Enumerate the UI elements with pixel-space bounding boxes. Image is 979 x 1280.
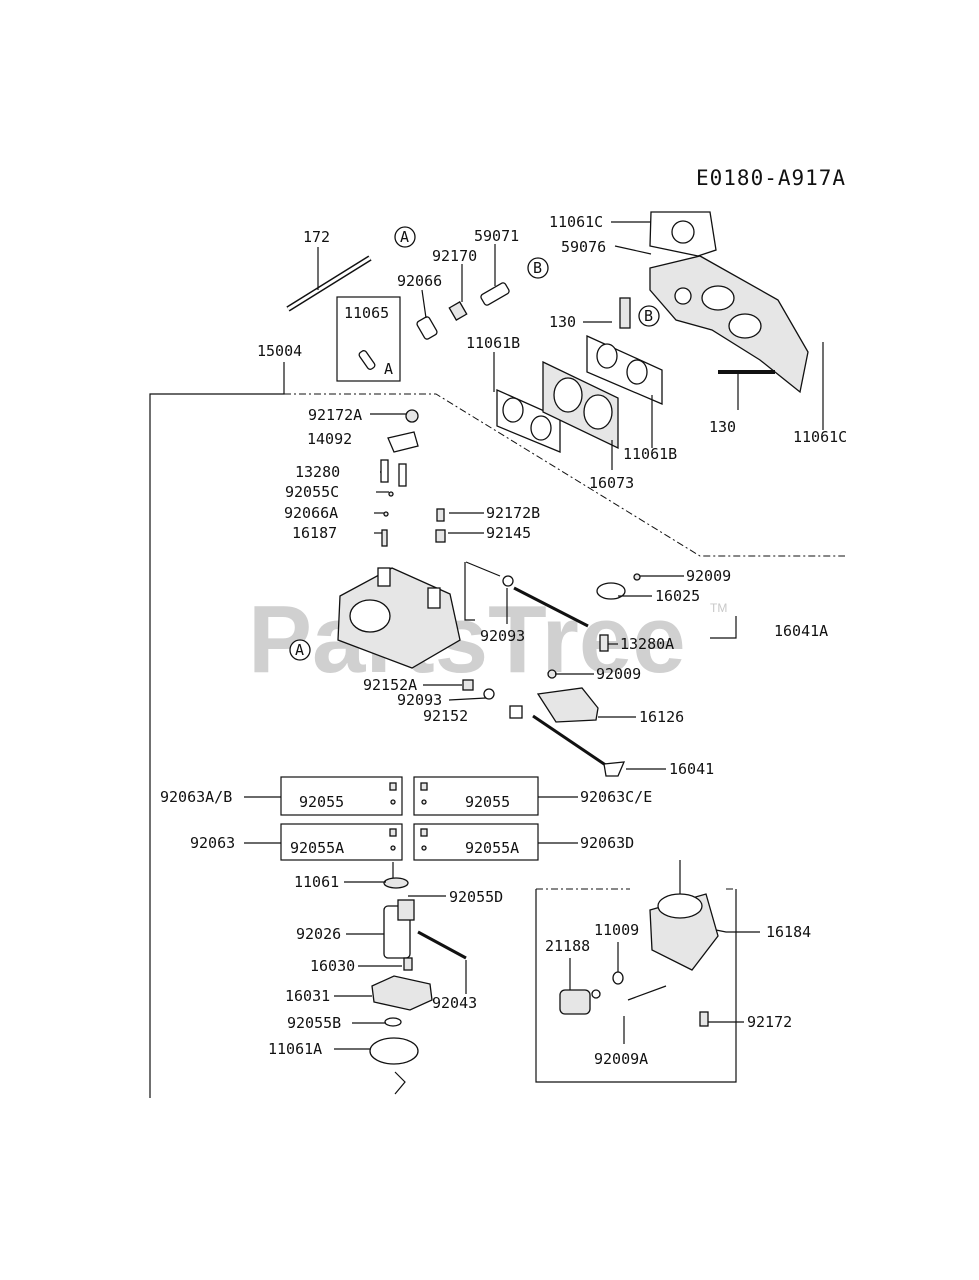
part-label-130-top[interactable]: 130 — [549, 313, 576, 331]
part-label-11061b-right[interactable]: 11061B — [623, 445, 677, 463]
part-label-92063ce[interactable]: 92063C/E — [580, 788, 652, 806]
part-label-92009a[interactable]: 92009A — [594, 1050, 648, 1068]
box-92063 — [280, 823, 403, 861]
throttle-choke-parts — [462, 561, 737, 777]
jet-icons — [389, 782, 428, 851]
part-label-92055c[interactable]: 92055C — [285, 483, 339, 501]
pin-11065-box — [336, 296, 401, 382]
part-label-92170[interactable]: 92170 — [432, 247, 477, 265]
stud-172-part — [286, 226, 416, 312]
part-label-16031[interactable]: 16031 — [285, 987, 330, 1005]
part-label-92055d[interactable]: 92055D — [449, 888, 503, 906]
part-label-16126[interactable]: 16126 — [639, 708, 684, 726]
labels: A B B A A — [295, 228, 653, 659]
part-label-92026[interactable]: 92026 — [296, 925, 341, 943]
part-label-92009-top[interactable]: 92009 — [686, 567, 731, 585]
part-label-92055b[interactable]: 92055B — [287, 1014, 341, 1032]
part-label-92063ab[interactable]: 92063A/B — [160, 788, 232, 806]
part-label-21188[interactable]: 21188 — [545, 937, 590, 955]
part-label-11061b-left[interactable]: 11061B — [466, 334, 520, 352]
assembly-frame — [149, 342, 845, 1098]
ref-marker-a: A — [400, 228, 409, 246]
watermark-trademark: TM — [710, 601, 727, 615]
part-label-130-right[interactable]: 130 — [709, 418, 736, 436]
float-bowl-parts — [369, 862, 467, 1095]
part-label-92066[interactable]: 92066 — [397, 272, 442, 290]
part-label-11061c-right[interactable]: 11061C — [793, 428, 847, 446]
part-label-92172b[interactable]: 92172B — [486, 504, 540, 522]
part-label-11061c-top[interactable]: 11061C — [549, 213, 603, 231]
part-label-92172a[interactable]: 92172A — [308, 406, 362, 424]
box-92063ab — [280, 776, 403, 816]
part-label-92152a[interactable]: 92152A — [363, 676, 417, 694]
part-label-92055-right[interactable]: 92055 — [465, 793, 510, 811]
part-label-92172[interactable]: 92172 — [747, 1013, 792, 1031]
part-label-11009[interactable]: 11009 — [594, 921, 639, 939]
part-label-59076[interactable]: 59076 — [561, 238, 606, 256]
box-92063d — [413, 823, 539, 861]
intake-manifold-59076 — [619, 211, 809, 394]
part-label-16184[interactable]: 16184 — [766, 923, 811, 941]
ref-marker-a-circle — [394, 226, 416, 248]
part-label-92063[interactable]: 92063 — [190, 834, 235, 852]
part-labels: 172 92170 59071 92066 11065 15004 11061C… — [160, 213, 847, 1068]
part-label-16025[interactable]: 16025 — [655, 587, 700, 605]
box-92063ce — [413, 776, 539, 816]
part-label-92055a-left[interactable]: 92055A — [290, 839, 344, 857]
ref-marker-a-carb: A — [295, 641, 304, 659]
carburetor-body-part — [289, 567, 461, 669]
part-label-16030[interactable]: 16030 — [310, 957, 355, 975]
part-label-13280[interactable]: 13280 — [295, 463, 340, 481]
leader-lines — [244, 221, 760, 1050]
part-label-92009-mid[interactable]: 92009 — [596, 665, 641, 683]
ref-marker-b: B — [533, 259, 542, 277]
ref-marker-a-pin: A — [384, 360, 393, 378]
part-label-16073[interactable]: 16073 — [589, 474, 634, 492]
ref-marker-a-carb-circle — [289, 639, 311, 661]
part-label-16041a[interactable]: 16041A — [774, 622, 828, 640]
watermark: PartsTree — [248, 586, 686, 693]
part-label-15004[interactable]: 15004 — [257, 342, 302, 360]
part-label-13280a[interactable]: 13280A — [620, 635, 674, 653]
gasket-spacer-parts — [496, 334, 663, 453]
fuel-fitting-parts — [416, 257, 549, 340]
part-label-59071[interactable]: 59071 — [474, 227, 519, 245]
ref-marker-b-manifold: B — [644, 307, 653, 325]
part-label-92055-left[interactable]: 92055 — [299, 793, 344, 811]
carburetor-top-parts — [380, 409, 446, 547]
part-label-92055a-right[interactable]: 92055A — [465, 839, 519, 857]
part-label-92063d[interactable]: 92063D — [580, 834, 634, 852]
diagram-code: E0180-A917A — [696, 166, 846, 190]
part-label-92066a[interactable]: 92066A — [284, 504, 338, 522]
part-label-14092[interactable]: 14092 — [307, 430, 352, 448]
part-label-92043[interactable]: 92043 — [432, 994, 477, 1012]
part-label-92145[interactable]: 92145 — [486, 524, 531, 542]
part-label-11065[interactable]: 11065 — [344, 304, 389, 322]
part-label-92093-left[interactable]: 92093 — [397, 691, 442, 709]
part-label-172[interactable]: 172 — [303, 228, 330, 246]
pin-11065-part — [358, 350, 376, 370]
solenoid-housing-parts — [559, 860, 719, 1027]
part-label-11061[interactable]: 11061 — [294, 873, 339, 891]
part-label-11061a[interactable]: 11061A — [268, 1040, 322, 1058]
part-label-16041[interactable]: 16041 — [669, 760, 714, 778]
part-label-16187[interactable]: 16187 — [292, 524, 337, 542]
part-label-92152[interactable]: 92152 — [423, 707, 468, 725]
part-label-92093-right[interactable]: 92093 — [480, 627, 525, 645]
